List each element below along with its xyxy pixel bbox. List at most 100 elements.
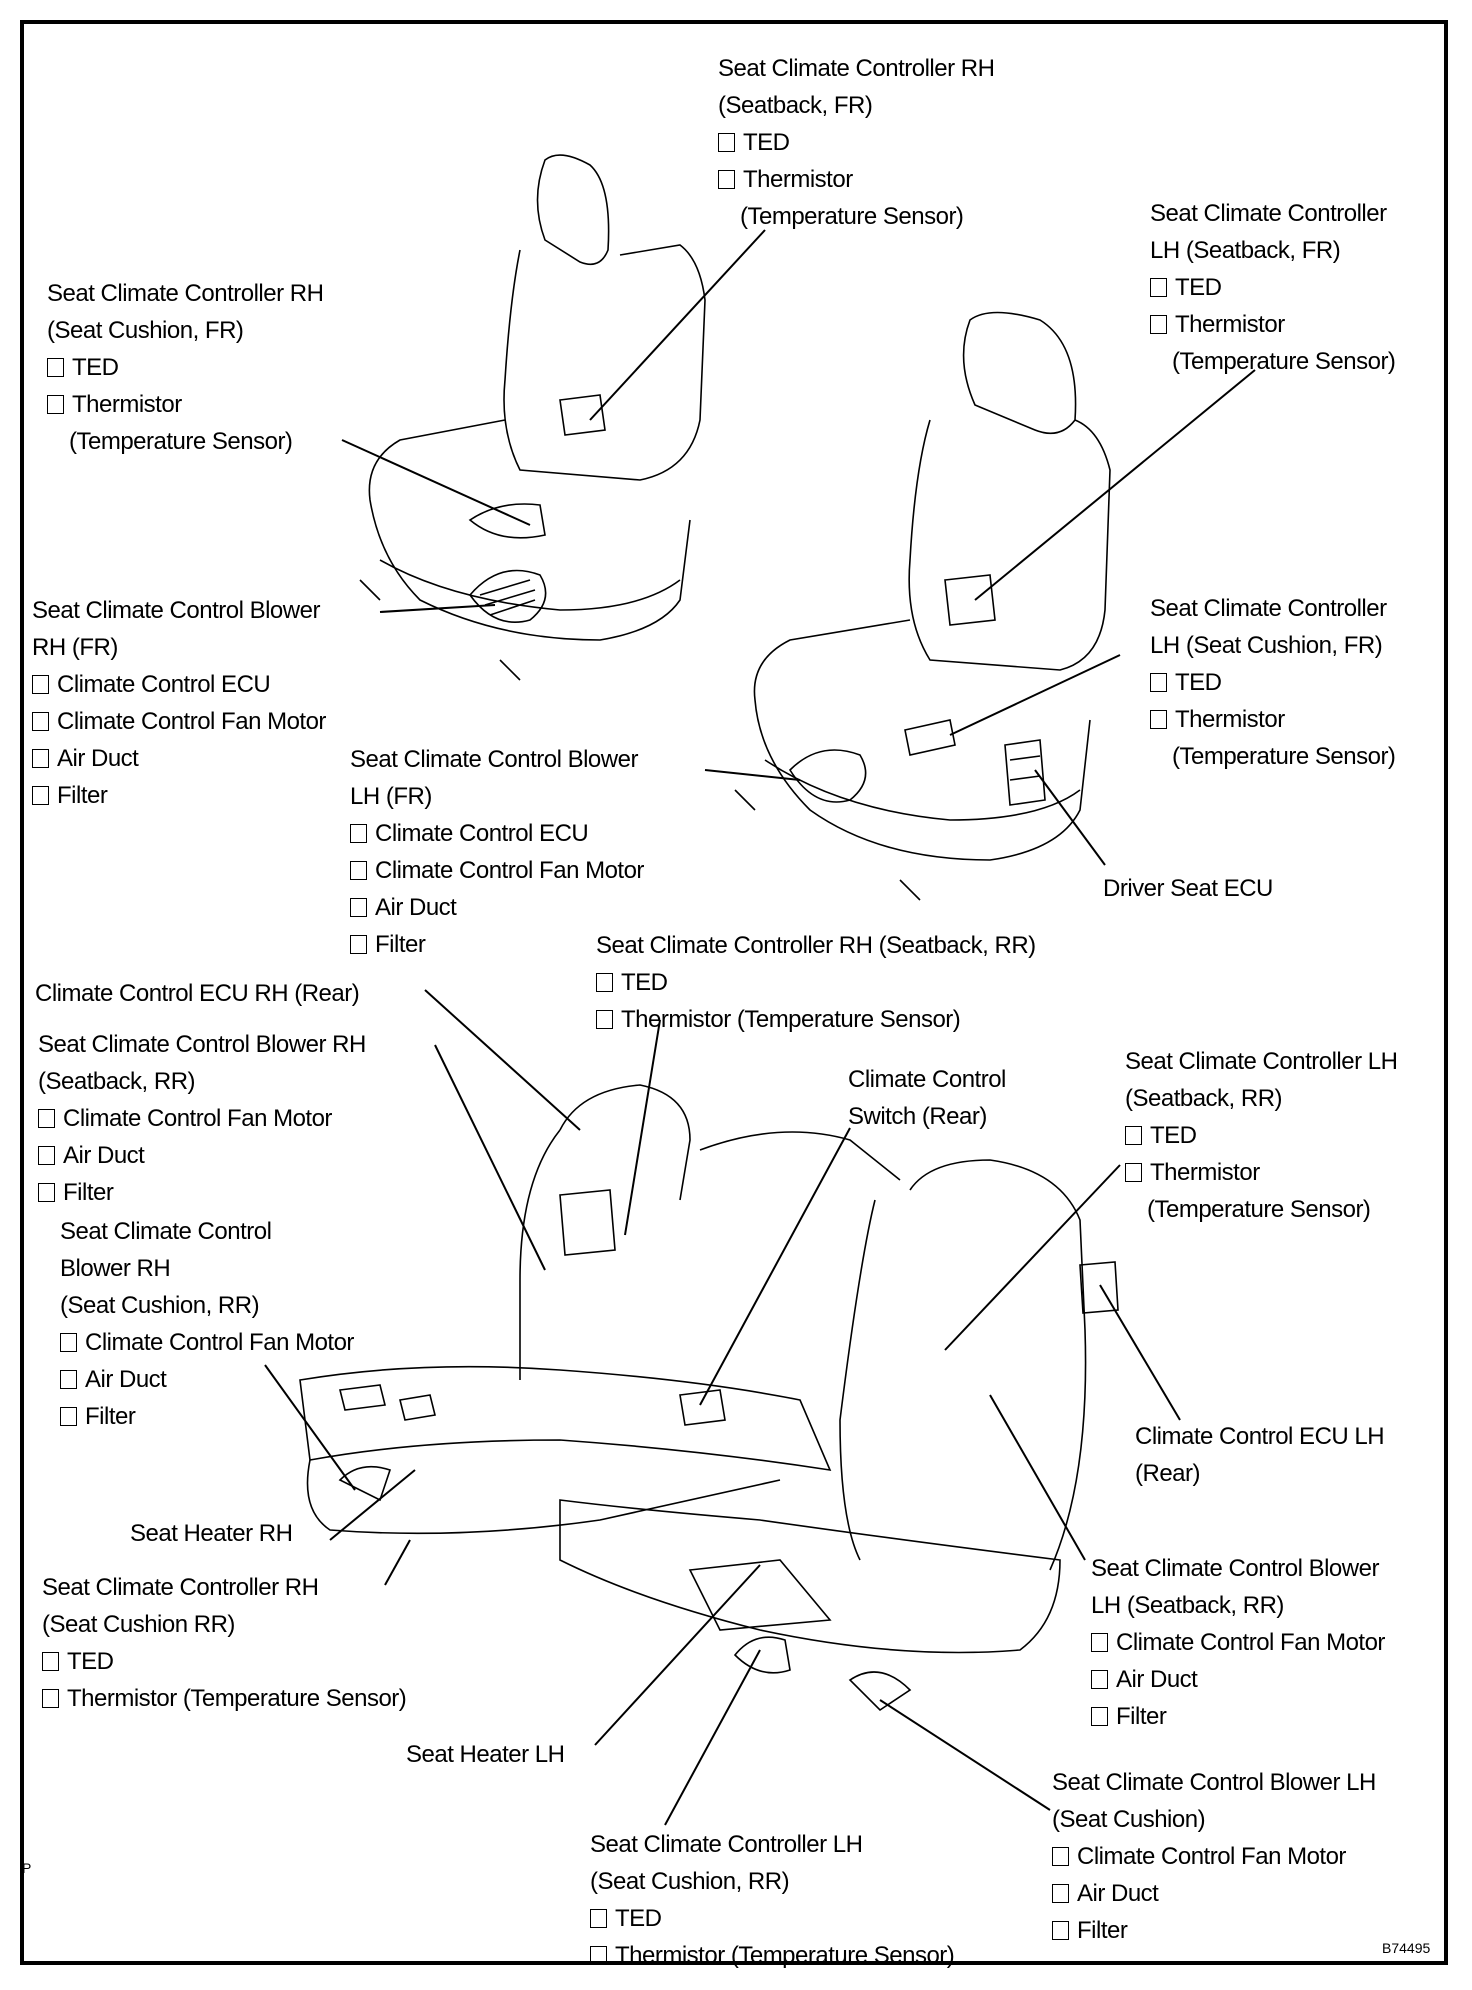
checklist-item: TED <box>718 124 994 161</box>
checklist-item: Thermistor <box>1150 306 1395 343</box>
callout-seat-heater-rh: Seat Heater RH <box>130 1515 293 1552</box>
checkbox-square-icon <box>596 1010 613 1029</box>
callout-title-line: Seat Climate Controller <box>1150 200 1387 227</box>
checkbox-square-icon <box>590 1909 607 1928</box>
checklist-item: Air Duct <box>38 1137 366 1174</box>
checklist-item: TED <box>47 349 323 386</box>
callout-seat-climate-controller-rh-seatback-fr: Seat Climate Controller RH (Seatback, FR)… <box>718 50 995 235</box>
checklist-item: TED <box>42 1643 406 1680</box>
checklist-item: Filter <box>350 926 644 963</box>
checklist-item-label: Climate Control Fan Motor <box>1116 1629 1385 1656</box>
front-rh-seat-drawing <box>359 154 706 681</box>
checkbox-square-icon <box>47 358 64 377</box>
checklist-item-label: TED <box>1150 1122 1197 1149</box>
checklist-item: Climate Control ECU <box>32 666 326 703</box>
callout-title-line: Switch (Rear) <box>848 1103 987 1130</box>
checklist-item: Climate Control Fan Motor <box>1052 1838 1376 1875</box>
checklist-item: Climate Control Fan Motor <box>60 1324 354 1361</box>
checklist-item-label: TED <box>621 969 668 996</box>
checklist-item-label: Air Duct <box>85 1366 167 1393</box>
callout-title-line: Seat Climate Control Blower <box>32 597 320 624</box>
callout-title-line: LH (Seatback, FR) <box>1150 237 1341 264</box>
checkbox-square-icon <box>1052 1884 1069 1903</box>
callout-seat-climate-control-blower-lh-cushion: Seat Climate Control Blower LH(Seat Cush… <box>1052 1764 1376 1949</box>
checklist-item-label: Filter <box>85 1403 136 1430</box>
callout-subnote: (Temperature Sensor) <box>1147 1196 1371 1223</box>
callout-title-line: Seat Climate Control <box>60 1218 272 1245</box>
checklist-item-label: Climate Control ECU <box>57 671 271 698</box>
checklist-item: Thermistor <box>1125 1154 1397 1191</box>
checklist-item: TED <box>1150 269 1395 306</box>
callout-subnote: (Temperature Sensor) <box>69 428 293 455</box>
callout-title-line: (Seat Cushion, FR) <box>47 317 244 344</box>
checkbox-square-icon <box>1052 1847 1069 1866</box>
checklist-item: Climate Control ECU <box>350 815 644 852</box>
checklist-item: Filter <box>32 777 326 814</box>
callout-title-line: (Seatback, FR) <box>718 92 873 119</box>
checklist-item-label: Air Duct <box>1077 1880 1159 1907</box>
checklist-item-label: Thermistor <box>72 391 182 418</box>
callout-title-line: Seat Climate Control Blower RH <box>38 1031 366 1058</box>
checklist-item: Filter <box>60 1398 354 1435</box>
checklist-item-label: TED <box>1175 274 1222 301</box>
checklist-item: TED <box>590 1900 954 1937</box>
callout-title-line: Seat Climate Control Blower <box>1091 1555 1379 1582</box>
checkbox-square-icon <box>38 1183 55 1202</box>
checkbox-square-icon <box>32 675 49 694</box>
checklist-item: Climate Control Fan Motor <box>38 1100 366 1137</box>
callout-seat-climate-controller-lh-seatback-fr: Seat Climate Controller LH (Seatback, FR)… <box>1150 195 1396 380</box>
checklist-item: Thermistor <box>47 386 323 423</box>
checklist-item-label: Thermistor <box>1175 706 1285 733</box>
leader-lines <box>264 229 1256 1826</box>
checkbox-square-icon <box>1150 710 1167 729</box>
callout-climate-control-ecu-lh-rear: Climate Control ECU LH (Rear) <box>1135 1418 1385 1492</box>
callout-title-line: (Seat Cushion RR) <box>42 1611 235 1638</box>
callout-title-line: (Rear) <box>1135 1460 1201 1487</box>
checklist-item-label: Climate Control Fan Motor <box>57 708 326 735</box>
checklist-item: Air Duct <box>60 1361 354 1398</box>
callout-title-line: (Seat Cushion, RR) <box>590 1868 790 1895</box>
checkbox-square-icon <box>60 1407 77 1426</box>
callout-title-line: Climate Control ECU LH <box>1135 1423 1385 1450</box>
callout-seat-heater-lh: Seat Heater LH <box>406 1736 565 1773</box>
callout-title-line: (Seatback, RR) <box>1125 1085 1283 1112</box>
checklist-item-label: Air Duct <box>57 745 139 772</box>
callout-title-line: Seat Climate Control Blower <box>350 746 638 773</box>
checklist-item: Filter <box>1052 1912 1376 1949</box>
callout-title-line: Seat Climate Controller RH <box>42 1574 319 1601</box>
checkbox-square-icon <box>590 1946 607 1965</box>
checklist-item: Thermistor (Temperature Sensor) <box>596 1001 1036 1038</box>
checkbox-square-icon <box>1091 1670 1108 1689</box>
callout-title-line: Seat Climate Controller RH <box>47 280 324 307</box>
checklist-item-label: Climate Control Fan Motor <box>63 1105 332 1132</box>
checklist-item: TED <box>1125 1117 1397 1154</box>
checkbox-square-icon <box>60 1333 77 1352</box>
checkbox-square-icon <box>42 1689 59 1708</box>
checkbox-square-icon <box>32 786 49 805</box>
callout-seat-climate-control-blower-rh-seatback-rr: Seat Climate Control Blower RH(Seatback,… <box>38 1026 366 1211</box>
checklist-item-label: Air Duct <box>1116 1666 1198 1693</box>
checklist-item-label: Thermistor <box>743 166 853 193</box>
callout-seat-climate-controller-rh-cushion-fr: Seat Climate Controller RH (Seat Cushion,… <box>47 275 324 460</box>
checklist-item-label: Thermistor <box>1175 311 1285 338</box>
checkbox-square-icon <box>47 395 64 414</box>
callout-title-line: Climate Control ECU RH (Rear) <box>35 980 360 1007</box>
callout-title-line: Seat Climate Controller RH <box>718 55 995 82</box>
checkbox-square-icon <box>60 1370 77 1389</box>
checklist-item: Thermistor (Temperature Sensor) <box>590 1937 955 1974</box>
checklist-item: Air Duct <box>32 740 326 777</box>
callout-title-line: Seat Climate Controller LH <box>1125 1048 1398 1075</box>
rear-seat-drawing <box>299 1084 1119 1712</box>
callout-title-line: Seat Climate Controller LH <box>590 1831 863 1858</box>
checklist-item-label: TED <box>1175 669 1222 696</box>
checkbox-square-icon <box>1052 1921 1069 1940</box>
checklist-item-label: Thermistor (Temperature Sensor) <box>621 1006 961 1033</box>
checklist-item: Air Duct <box>1091 1661 1385 1698</box>
checkbox-square-icon <box>1125 1163 1142 1182</box>
callout-title-line: LH (Seat Cushion, FR) <box>1150 632 1383 659</box>
checkbox-square-icon <box>32 749 49 768</box>
